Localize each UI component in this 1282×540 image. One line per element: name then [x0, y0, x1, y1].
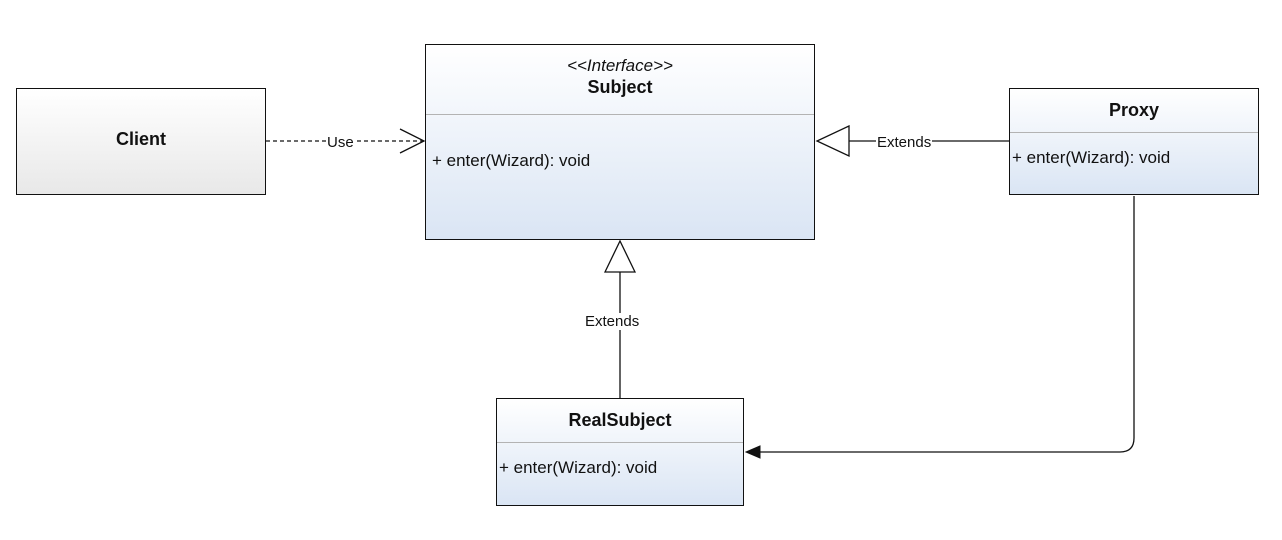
client-class[interactable]: Client: [16, 88, 266, 195]
proxy-class-name: Proxy: [1108, 100, 1160, 120]
real-subject-class[interactable]: RealSubject + enter(Wizard): void: [496, 398, 744, 506]
real-subject-operation: + enter(Wizard): void: [499, 458, 658, 477]
proxy-class[interactable]: Proxy + enter(Wizard): void: [1009, 88, 1259, 195]
subject-class-name: Subject: [587, 77, 653, 97]
client-class-name: Client: [115, 128, 166, 149]
proxy-extends-label: Extends: [876, 134, 933, 151]
subject-operation: + enter(Wizard): void: [432, 151, 591, 170]
real-subject-class-name: RealSubject: [568, 410, 672, 430]
proxy-operation: + enter(Wizard): void: [1012, 148, 1171, 167]
proxy-delegation-line: [760, 196, 1135, 453]
subject-interface[interactable]: <<Interface>> Subject + enter(Wizard): v…: [425, 44, 815, 240]
open-arrowhead: [399, 128, 426, 154]
subject-header: <<Interface>> Subject: [426, 45, 814, 115]
generalization-triangle-bottom: [603, 239, 637, 273]
proxy-header: Proxy: [1010, 89, 1258, 133]
real-subject-header: RealSubject: [497, 399, 743, 443]
real-subject-extends-label: Extends: [584, 313, 641, 330]
filled-arrowhead: [744, 445, 761, 459]
generalization-triangle-right: [815, 124, 850, 158]
interface-stereotype: <<Interface>>: [567, 56, 673, 75]
use-edge-label: Use: [326, 134, 355, 151]
